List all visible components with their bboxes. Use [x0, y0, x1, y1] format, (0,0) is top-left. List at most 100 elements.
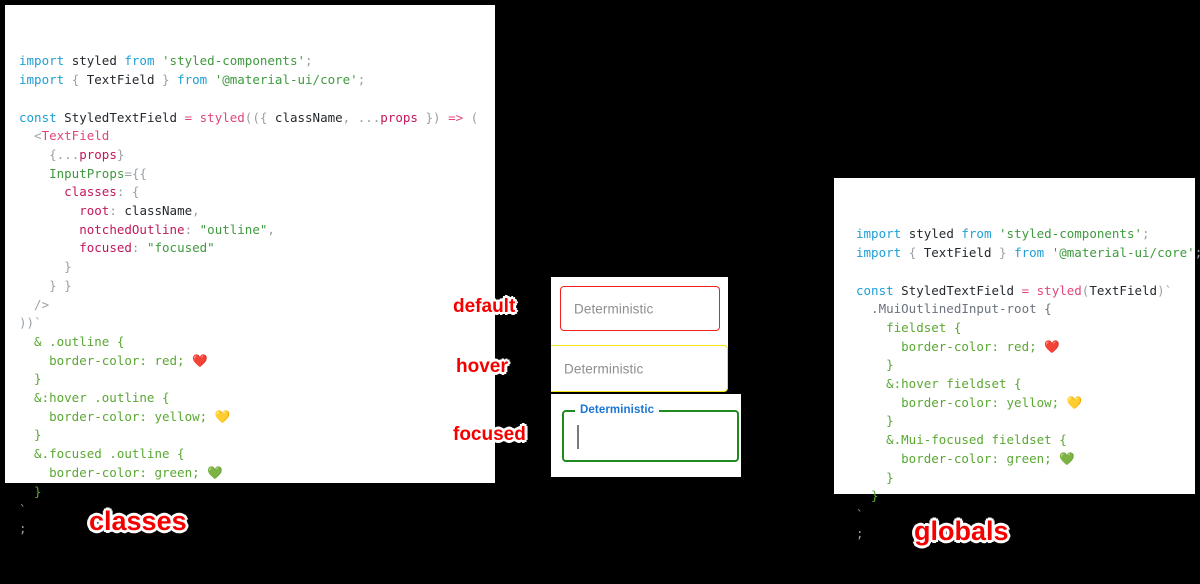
code-token: styled — [908, 226, 954, 242]
code-token: &.Mui-focused fieldset { — [856, 432, 1067, 448]
code-line: classes: { — [19, 183, 495, 202]
textfield-default[interactable]: Deterministic — [560, 286, 720, 331]
annotation-hover: hover — [456, 356, 508, 377]
code-token: & .outline { — [19, 333, 125, 349]
code-token: } — [162, 72, 170, 88]
code-line: import styled from 'styled-components'; — [19, 52, 495, 71]
code-line: const StyledTextField = styled(({ classN… — [19, 109, 495, 128]
code-token — [192, 222, 200, 237]
code-line: focused: "focused" — [19, 239, 495, 258]
code-panel-classes: import styled from 'styled-components';i… — [5, 5, 495, 536]
code-token: } — [19, 483, 42, 499]
code-line: root: className, — [19, 202, 495, 221]
code-line — [856, 263, 1195, 282]
code-token: TextField — [1089, 282, 1158, 298]
code-token: className — [274, 109, 343, 125]
code-token: (( — [244, 109, 260, 125]
code-block-classes: import styled from 'styled-components';i… — [19, 52, 495, 538]
code-token: ` — [1164, 282, 1173, 298]
code-token: /> — [19, 296, 50, 312]
code-token: => — [448, 109, 464, 125]
code-line: /> — [19, 296, 495, 315]
code-line: InputProps={{ — [19, 165, 495, 184]
code-line: ))` — [19, 314, 495, 333]
code-line: } — [856, 469, 1195, 488]
code-token — [991, 226, 999, 241]
code-token: : — [116, 184, 125, 200]
code-token: border-color: yellow; — [856, 394, 1067, 410]
code-token: ; — [1142, 226, 1150, 242]
code-token: ( — [463, 109, 479, 125]
code-token: ) — [433, 109, 449, 125]
code-line: } } — [19, 277, 495, 296]
code-token — [901, 245, 909, 260]
code-line: } — [856, 412, 1195, 431]
code-token: ; — [305, 53, 313, 69]
code-token: import — [856, 245, 902, 261]
code-token: } — [999, 245, 1007, 261]
code-line: &:hover .outline { — [19, 389, 495, 408]
code-token: { — [131, 184, 140, 200]
code-line: border-color: green; 💚 — [19, 464, 495, 483]
textfield-hover-text: Deterministic — [564, 361, 644, 376]
code-token — [64, 72, 72, 87]
code-token: StyledTextField — [56, 109, 185, 125]
demo-panel-focused: Deterministic — [551, 394, 741, 477]
code-line: import { TextField } from '@material-ui/… — [856, 244, 1200, 263]
code-panel-globals: import styled from 'styled-components';i… — [834, 178, 1200, 541]
code-line: & .outline { — [19, 333, 495, 352]
code-token: ` — [856, 506, 864, 522]
code-token: 'styled-components' — [999, 226, 1143, 242]
code-token — [1007, 245, 1015, 260]
code-token: import — [856, 226, 902, 242]
code-token: classes — [64, 184, 117, 200]
code-token: "focused" — [146, 240, 215, 256]
textfield-focused[interactable]: Deterministic — [562, 404, 739, 462]
code-line: border-color: yellow; 💛 — [19, 408, 495, 427]
code-line: ` — [856, 506, 1195, 525]
code-token: props — [380, 109, 418, 125]
code-token: )) — [19, 315, 35, 331]
code-token: ... — [357, 109, 381, 125]
code-token: 💛 — [214, 408, 231, 424]
code-token: < — [19, 128, 42, 144]
code-token: fieldset { — [856, 319, 962, 335]
code-token — [1029, 283, 1037, 298]
code-line: import styled from 'styled-components'; — [856, 225, 1195, 244]
code-token: , — [267, 221, 275, 237]
code-token: "outline" — [199, 221, 268, 237]
textfield-hover[interactable]: Deterministic — [551, 345, 728, 392]
code-line: &.Mui-focused fieldset { — [856, 431, 1195, 450]
code-token: ; — [1195, 245, 1200, 260]
code-token: } — [19, 371, 42, 387]
code-token: TextField — [79, 72, 163, 88]
code-token: { — [19, 146, 57, 162]
code-token — [19, 203, 79, 218]
demo-panel-default-hover: Deterministic Deterministic — [551, 277, 728, 392]
code-line: {...props} — [19, 146, 495, 165]
code-token: ... — [56, 146, 80, 162]
code-token: styled — [1036, 282, 1082, 298]
code-token — [192, 110, 200, 125]
code-line: <TextField — [19, 127, 495, 146]
code-token: 💚 — [1059, 450, 1075, 466]
code-line: ; — [19, 520, 495, 539]
code-token: from — [961, 226, 992, 242]
code-line: fieldset { — [856, 319, 1195, 338]
code-token — [124, 184, 132, 199]
code-token: , — [342, 109, 351, 125]
code-token: border-color: yellow; — [19, 408, 215, 424]
code-token: className — [124, 203, 193, 219]
code-token: const — [856, 282, 894, 298]
code-token: ; — [19, 520, 27, 536]
code-token: { — [259, 109, 275, 125]
code-line: ` — [19, 501, 495, 520]
code-token: border-color: red; — [856, 338, 1045, 354]
code-token — [170, 72, 178, 87]
code-token: border-color: green; — [856, 450, 1060, 466]
code-token: = — [1021, 282, 1030, 298]
code-token: } — [116, 146, 125, 162]
code-token — [154, 53, 162, 68]
code-line: const StyledTextField = styled(TextField… — [856, 282, 1195, 301]
code-token: .MuiOutlinedInput-root { — [856, 301, 1052, 317]
